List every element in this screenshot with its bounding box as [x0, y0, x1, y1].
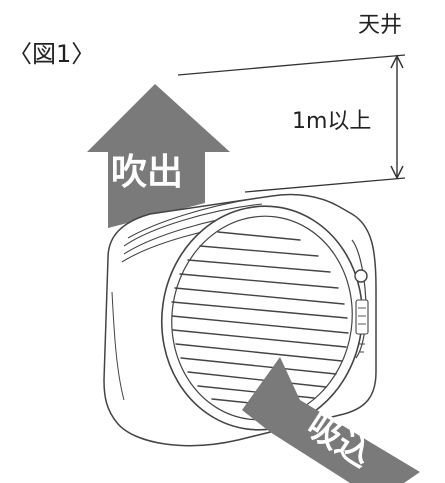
unit-top-line — [244, 177, 406, 193]
ceiling-label: 天井 — [358, 13, 402, 38]
figure-label: 〈図1〉 — [8, 40, 95, 68]
air-purifier-device — [103, 193, 377, 447]
distance-label: 1m以上 — [292, 109, 371, 134]
outlet-arrow: 吹出 — [87, 84, 230, 228]
outlet-label: 吹出 — [111, 152, 183, 193]
ceiling-line — [177, 54, 406, 76]
distance-arrow — [390, 54, 404, 180]
